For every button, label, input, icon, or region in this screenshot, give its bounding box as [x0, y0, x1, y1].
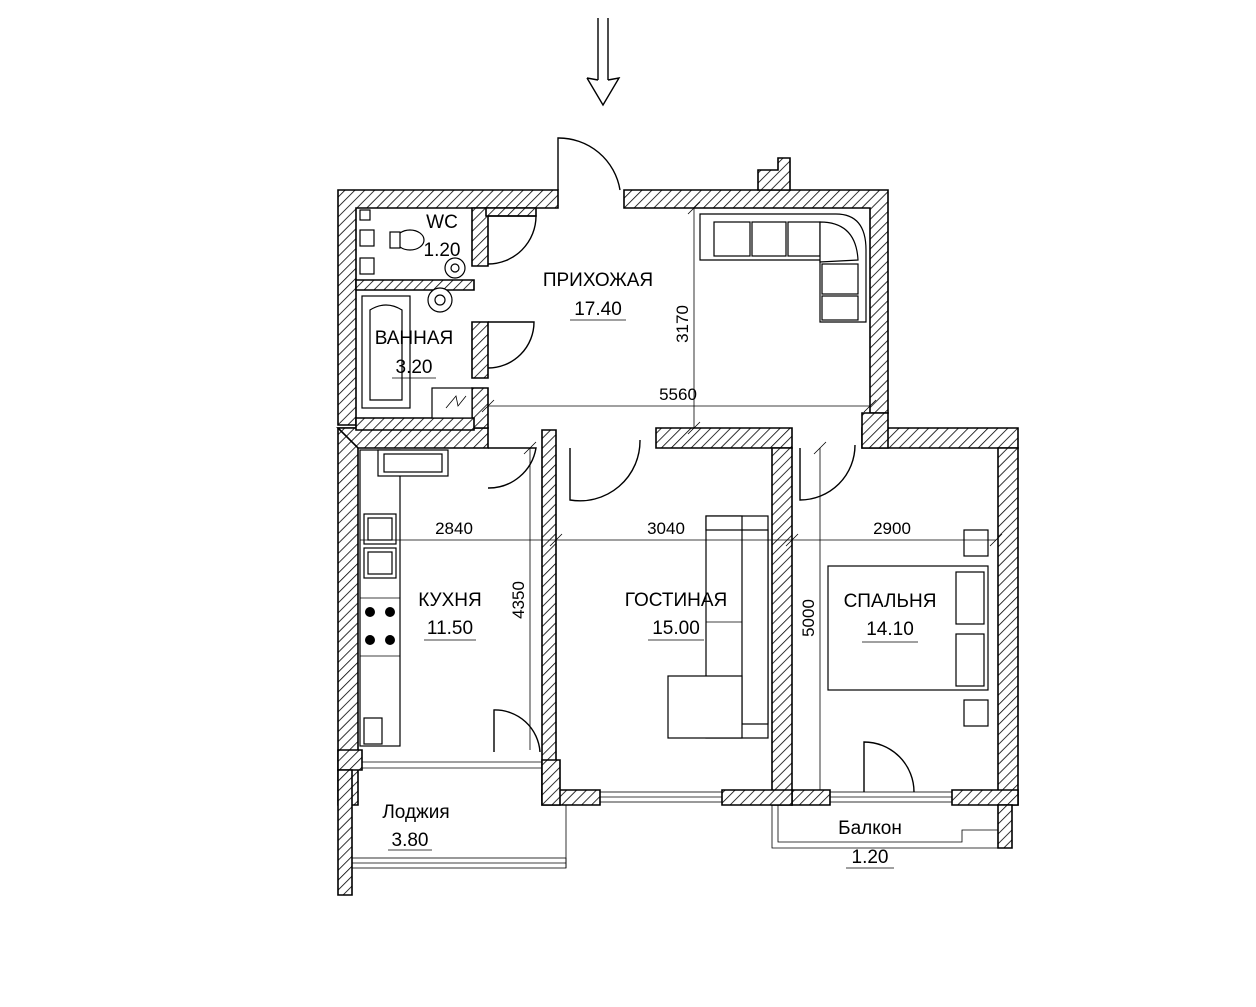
bath-name: ВАННАЯ	[375, 328, 454, 349]
living-area: 15.00	[652, 618, 700, 639]
dim-hall-depth: 3170	[673, 305, 692, 343]
doors	[487, 137, 915, 793]
bath-area: 3.20	[396, 357, 433, 378]
sofa-icon	[667, 515, 769, 739]
dim-hall-width: 5560	[659, 385, 697, 404]
bedroom-area: 14.10	[866, 619, 914, 640]
dim-bedroom-width: 2900	[873, 519, 911, 538]
dimension-labels: 5560 3170 2840 3040 2900 4350 5000	[435, 305, 911, 637]
living-name: ГОСТИНАЯ	[625, 590, 727, 611]
corner-sofa-icon	[699, 213, 867, 323]
walls	[336, 157, 1019, 896]
dim-kitchen-width: 2840	[435, 519, 473, 538]
kitchen-area: 11.50	[427, 618, 473, 639]
room-labels: WC 1.20 ВАННАЯ 3.20 ПРИХОЖАЯ 17.40 КУХНЯ…	[375, 212, 937, 869]
hall-area: 17.40	[574, 299, 622, 320]
dim-bedroom-depth: 5000	[799, 599, 818, 637]
dim-kitchen-depth: 4350	[509, 581, 528, 619]
dimension-lines	[360, 201, 1003, 790]
stove-icon	[365, 607, 395, 645]
balcony-name: Балкон	[838, 818, 902, 839]
down-arrow-icon	[586, 18, 621, 107]
fixtures	[359, 209, 989, 747]
bedroom-name: СПАЛЬНЯ	[844, 591, 937, 612]
kitchen-name: КУХНЯ	[418, 590, 481, 611]
wc-area: 1.20	[424, 240, 461, 261]
loggia-area: 3.80	[392, 830, 429, 851]
dim-living-width: 3040	[647, 519, 685, 538]
loggia-name: Лоджия	[382, 802, 449, 823]
bed-icon	[827, 529, 989, 727]
wc-name: WC	[426, 212, 458, 233]
windows	[351, 761, 998, 869]
hall-name: ПРИХОЖАЯ	[543, 270, 653, 291]
balcony-area: 1.20	[852, 847, 889, 868]
